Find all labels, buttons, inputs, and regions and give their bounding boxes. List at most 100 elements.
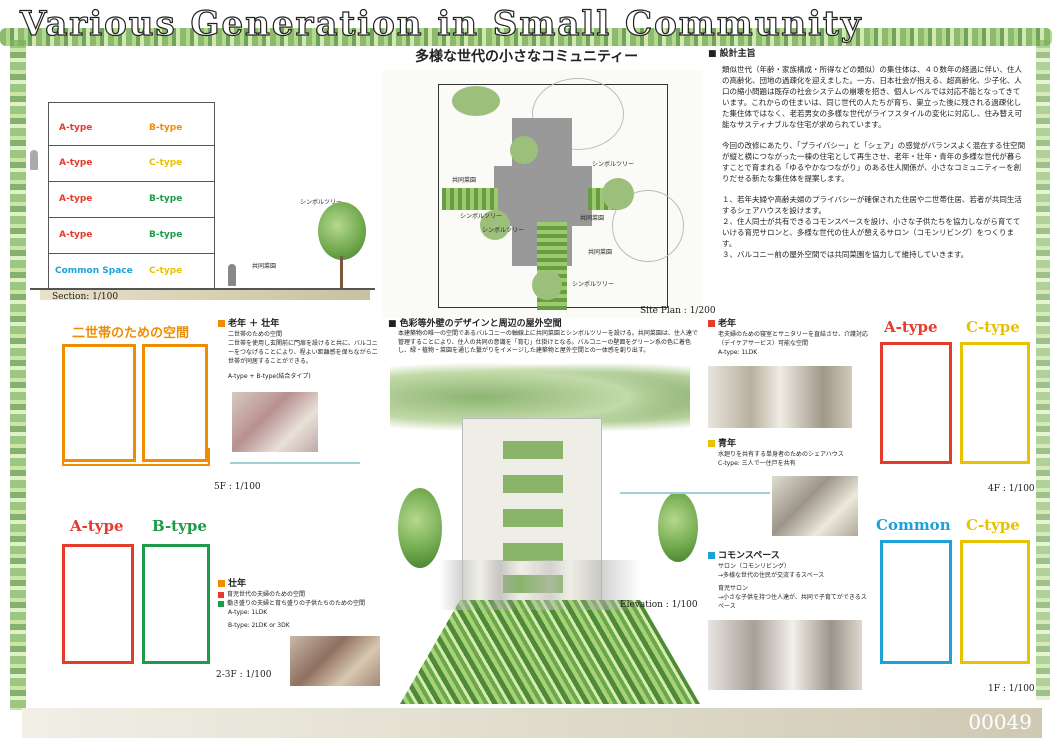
site-tree [532,270,562,300]
section-row-right: C-type [149,266,183,276]
bullet-orange-icon [218,580,225,587]
design-item1: １、若年夫婦や高齢夫婦のプライバシーが確保された住居や二世帯住居、若者が共同生活… [722,195,1022,215]
section-row-right: B-type [149,123,183,133]
common-text1: →多様な世代の住民が交流するスペース [718,572,825,579]
youth-type: C-type: 三人で一住戸を共有 [718,460,796,467]
two-gen-text: 二世帯を使用し玄関前に門扉を設けると共に、バルコニーをつなげることにより、程よい… [228,340,378,365]
bullet-yellow-icon [708,440,715,447]
section-row-left: A-type [59,123,93,133]
youth-heading: 青年 [718,439,737,449]
hedge-left [10,40,26,710]
site-tree [602,178,634,210]
footer-number: 00049 [968,710,1032,734]
elder-type: A-type: 1LDK [718,349,758,356]
elder-text: 老夫婦のための寝室とサニタリーを直結させ、介護対応（デイケアサービス）可能な空間 [718,331,869,347]
adult-type-a: A-type: 1LDK [228,609,268,616]
building-footprint [494,166,592,226]
arrow-left [230,462,360,464]
bullet-blue-icon [708,552,715,559]
footer-bar [22,708,1042,738]
floor-plan-red [880,342,952,464]
balcony-row [503,509,563,527]
balcony-row [503,543,563,561]
design-item2: ２、住人同士が共有できるコモンスペースを設け、小さな子供たちを協力しながら育てて… [722,217,1021,248]
site-tree [452,86,500,116]
section-row-right: B-type [149,194,183,204]
a-type-title-left: A-type [70,517,124,535]
section-ground-line [30,288,375,290]
photo-elderly [708,366,852,428]
scale-2-3f: 2-3F : 1/100 [216,670,272,680]
person-silhouette-icon [30,150,38,170]
youth-text: 水廻りを共有する単身者のためのシェアハウス [718,451,844,458]
section-drawing: A-type B-type A-type C-type A-type B-typ… [48,102,215,292]
site-label: シンボルツリー [482,227,525,234]
adult-type-b: B-type: 2LDK or 3DK [228,622,290,629]
b-type-title-left: B-type [152,517,207,535]
design-item3: ３、バルコニー前の屋外空間では共同菜園を協力して維持していきます。 [722,250,969,259]
arrow-right [620,492,770,494]
adult-heading: 壮年 [228,579,247,589]
common-desc: コモンスペース サロン（コモンリビング） →多様な世代の住民が交流するスペース … [708,550,868,611]
common-heading: コモンスペース [718,551,780,561]
floor-plan-blue [880,540,952,664]
board-title: Various Generation in Small Community [19,3,863,44]
common-sub2: 育児サロン [718,585,749,592]
site-circle [532,78,624,150]
elevation-scale: Elevation : 1/100 [620,600,698,610]
c-type-title-right: C-type [966,318,1020,336]
garden-strip [442,188,498,210]
section-tree-trunk [340,256,343,288]
bullet-red-icon [708,320,715,327]
person-silhouette-icon [228,264,236,286]
site-label: シンボルツリー [592,161,635,168]
elevation-tree-icon [658,492,698,562]
balcony-row [503,441,563,459]
a-type-title-right: A-type [884,318,938,336]
c-type-title-right-2: C-type [966,516,1020,534]
site-label: 共同菜園 [588,249,613,256]
bullet-orange-icon [218,320,225,327]
section-garden-label: 共同菜園 [252,263,277,270]
center-heading-box: ■ 色彩等外壁のデザインと周辺の屋外空間 本建築物の唯一の空間であるバルコニーの… [388,318,700,378]
photo-youth [772,476,858,536]
section-row: Common Space C-type [49,253,214,289]
section-ground [40,290,370,300]
bullet-red-icon [218,591,224,598]
site-tree [510,136,538,164]
scale-4f: 4F : 1/100 [988,484,1035,494]
section-row-left: Common Space [55,266,133,276]
section-row-left: A-type [59,158,93,168]
site-label: 共同菜園 [452,177,477,184]
two-gen-sub: 二世帯のための空間 [228,331,283,338]
bullet-green-icon [218,600,224,607]
section-row-right: B-type [149,230,183,240]
design-intent: ■ 設計主旨 類似世代（年齢・家族構成・所得などの類似）の集住体は、４０数年の経… [708,48,1026,260]
section-row: A-type B-type [49,111,214,146]
balcony-row [503,475,563,493]
section-row-left: A-type [59,230,93,240]
floor-plan-yellow [960,540,1030,664]
photo-salon [708,620,862,690]
garden-foreground [400,600,700,704]
site-circle [612,190,684,262]
two-gen-title: 二世帯のための空間 [72,326,190,341]
floor-plan-yellow [960,342,1030,464]
floor-plan-red [62,544,134,664]
adult-item1: 育児世代の夫婦のための空間 [227,591,306,598]
hedge-top [0,28,1052,46]
people-silhouettes [440,560,640,610]
section-scale: Section: 1/100 [52,292,119,302]
youth-desc: 青年 水廻りを共有する単身者のためのシェアハウス C-type: 三人で一住戸を… [708,438,868,468]
hedge-right [1036,40,1050,700]
subtitle-jp: 多様な世代の小さなコミュニティー [415,49,639,65]
common-sub1: サロン（コモンリビング） [718,563,791,570]
site-label: シンボルツリー [572,281,615,288]
elder-desc: 老年 老夫婦のための寝室とサニタリーを直結させ、介護対応（デイケアサービス）可能… [708,318,868,357]
site-plan-scale: Site Plan : 1/200 [640,306,716,316]
section-row: A-type B-type [49,217,214,254]
center-desc: 本建築物の唯一の空間であるバルコニーの軸線上に共同菜園とシンボルツリーを設ける。… [398,330,698,354]
elevation-tree-icon [398,488,442,568]
site-label: シンボルツリー [460,213,503,220]
common-title-right: Common [876,516,951,534]
